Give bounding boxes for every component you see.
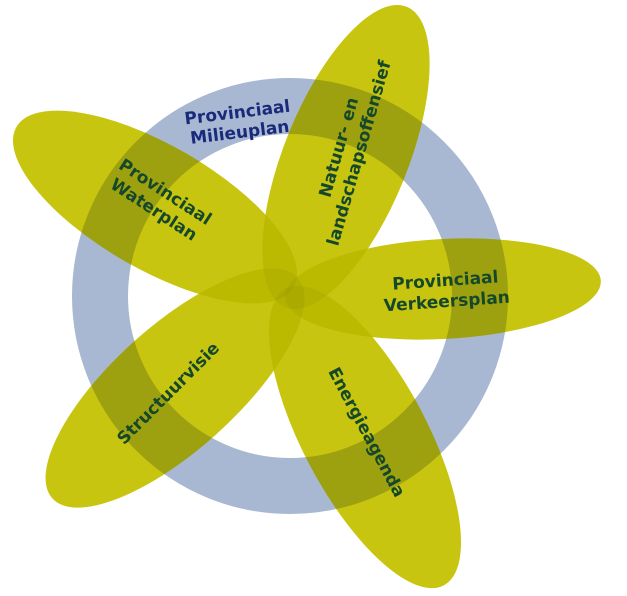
petal-overlap-shade <box>13 5 601 589</box>
label-verkeer: Provinciaal Verkeersplan <box>383 267 510 316</box>
petal-water <box>13 110 297 304</box>
petal-structuur <box>45 268 305 508</box>
petals-group <box>13 5 601 589</box>
petal-natuur <box>262 5 430 309</box>
petal-energie <box>268 285 462 589</box>
petal-verkeer <box>285 238 601 340</box>
